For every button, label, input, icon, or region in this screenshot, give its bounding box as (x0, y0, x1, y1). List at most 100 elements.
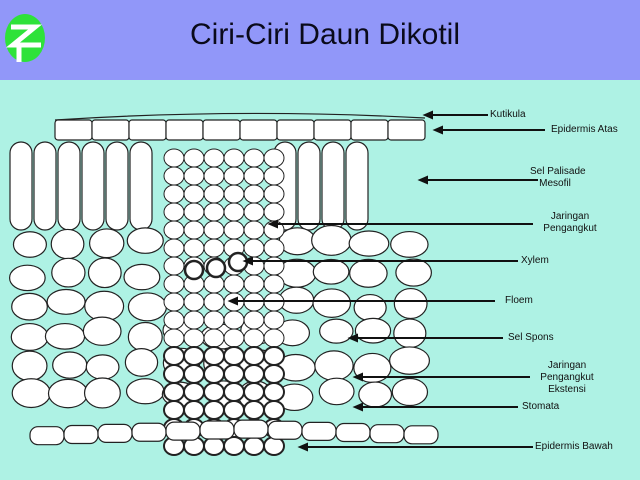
spongy-cell (278, 227, 317, 256)
arrowhead-icon (422, 110, 433, 120)
spongy-cell (126, 227, 164, 254)
vascular-cell (163, 220, 185, 240)
palisade-cell (321, 141, 345, 231)
spongy-cell (124, 348, 159, 377)
vascular-cell (183, 292, 205, 312)
logo-icon (5, 14, 45, 62)
label-xylem: Xylem (521, 255, 549, 266)
lower-epidermis-cell (131, 422, 167, 442)
vascular-cell (223, 148, 245, 168)
page-title: Ciri-Ciri Daun Dikotil (189, 18, 461, 51)
vascular-cell (263, 202, 285, 222)
spongy-cell (353, 293, 387, 322)
spongy-cell (11, 378, 51, 409)
arrowhead-icon (267, 219, 278, 229)
vascular-cell (203, 184, 225, 204)
spongy-cell (11, 350, 48, 382)
label-floem: Floem (505, 295, 533, 306)
vascular-cell (223, 346, 245, 366)
vascular-cell (203, 292, 225, 312)
spongy-cell (10, 322, 49, 351)
lower-epidermis-cell (403, 425, 439, 445)
vascular-cell (203, 166, 225, 186)
vascular-cell (243, 400, 265, 420)
vascular-cell (183, 364, 205, 384)
vascular-cell (203, 364, 225, 384)
vascular-cell (263, 166, 285, 186)
spongy-cell (393, 287, 428, 320)
vascular-cell (183, 148, 205, 168)
spongy-cell (395, 258, 432, 287)
vascular-cell (163, 310, 185, 330)
vascular-cell (223, 166, 245, 186)
spongy-cell (354, 317, 392, 344)
vascular-cell (183, 220, 205, 240)
lower-epidermis-cell (63, 424, 99, 445)
lower-epidermis-cell (29, 426, 65, 446)
spongy-cell (85, 354, 120, 380)
vascular-cell (243, 166, 265, 186)
spongy-cell (125, 378, 165, 405)
vascular-cell (163, 166, 185, 186)
palisade-cell (9, 141, 33, 231)
vascular-cell (263, 256, 285, 276)
spongy-cell (50, 228, 85, 260)
spongy-cell (88, 228, 125, 259)
spongy-cell (393, 318, 427, 349)
vascular-cell (163, 292, 185, 312)
vascular-cell (183, 400, 205, 420)
spongy-cell (51, 257, 86, 288)
vascular-cell (243, 202, 265, 222)
spongy-cell (12, 231, 47, 258)
spongy-cell (348, 230, 390, 257)
spongy-cell (358, 381, 393, 408)
spongy-cell (46, 288, 86, 315)
xylem-vessel (183, 259, 205, 281)
palisade-cell (297, 141, 321, 231)
vascular-cell (183, 346, 205, 366)
lower-epidermis-cell (165, 421, 201, 441)
vascular-cell (203, 328, 225, 348)
spongy-cell (312, 258, 350, 285)
arrowhead-icon (432, 125, 443, 135)
arrowhead-icon (297, 442, 308, 452)
palisade-cell (33, 141, 57, 231)
vascular-cell (263, 148, 285, 168)
label-pointers (227, 110, 545, 452)
upper-epidermis-cell (239, 119, 278, 141)
palisade-cell (345, 141, 369, 231)
upper-epidermis-cell (387, 119, 426, 141)
label-epidermis-bawah: Epidermis Bawah (535, 441, 613, 452)
vascular-cell (183, 310, 205, 330)
vascular-cell (223, 184, 245, 204)
vascular-cell (163, 238, 185, 258)
spongy-cell (84, 290, 125, 322)
spongy-cell (390, 230, 429, 258)
upper-epidermis-cell (165, 119, 204, 141)
arrowhead-icon (242, 256, 253, 266)
vascular-cell (183, 166, 205, 186)
spongy-cell (318, 377, 355, 406)
vascular-cell (263, 346, 285, 366)
palisade-cell (81, 141, 105, 231)
vascular-cell (183, 382, 205, 402)
vascular-cell (163, 346, 185, 366)
vascular-cell (163, 382, 185, 402)
vascular-cell (203, 148, 225, 168)
lower-epidermis-cell (369, 424, 405, 444)
vascular-cell (223, 364, 245, 384)
label-stomata: Stomata (522, 401, 560, 412)
vascular-cell (203, 346, 225, 366)
spongy-cell (83, 377, 121, 409)
lower-epidermis-cell (335, 422, 371, 443)
vascular-cell (163, 184, 185, 204)
spongy-cell (11, 292, 48, 321)
leaf-cross-section (8, 110, 545, 456)
vascular-cell (163, 328, 185, 348)
palisade-cell (57, 141, 81, 231)
spongy-cell (314, 350, 354, 381)
vascular-cell (243, 220, 265, 240)
